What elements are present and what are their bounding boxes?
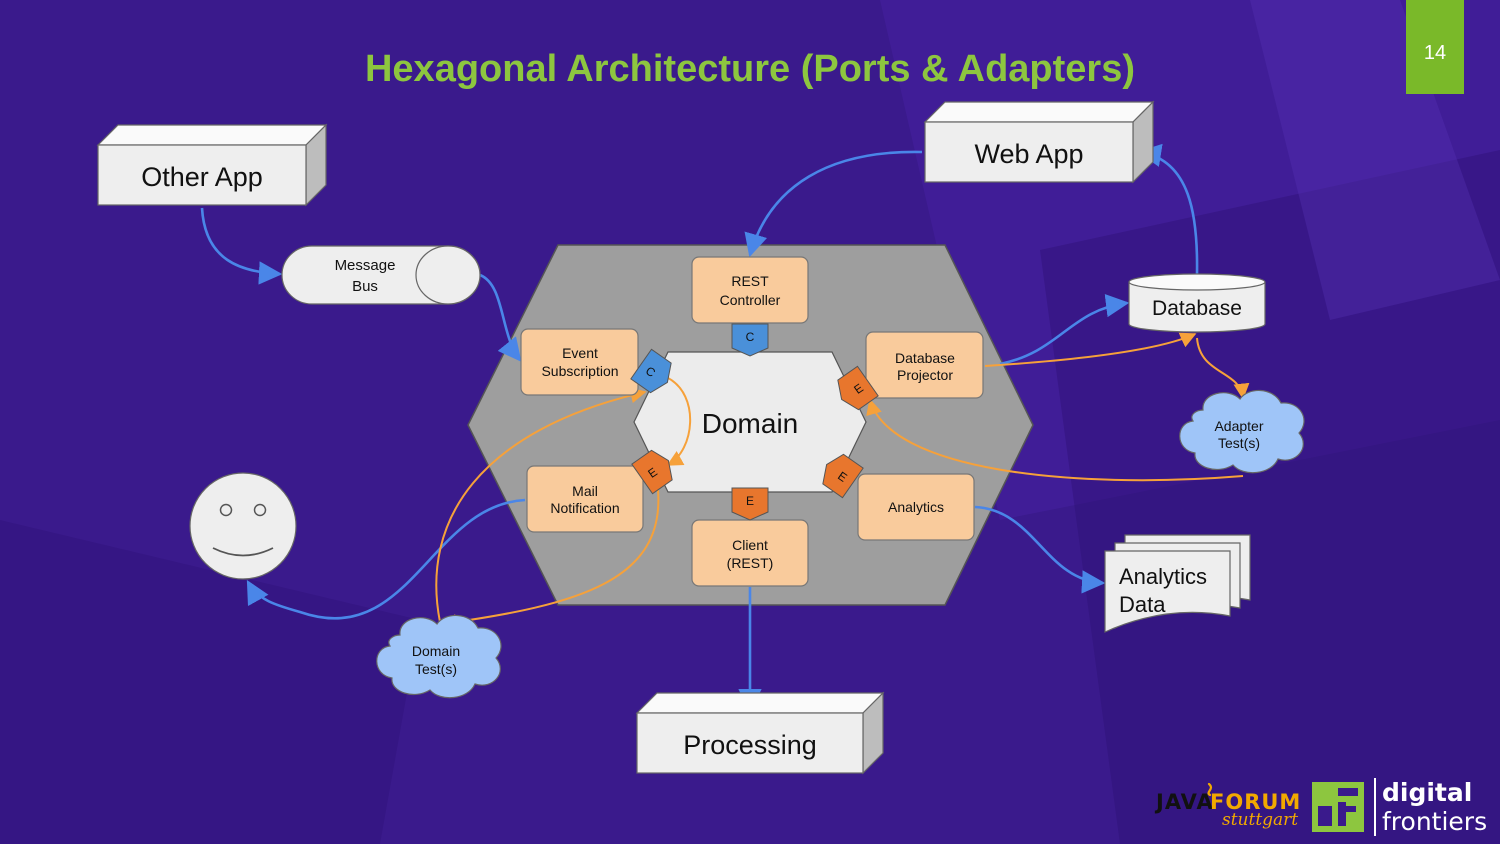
smiley-face-icon xyxy=(189,472,297,580)
adapter-rest-controller: REST Controller xyxy=(691,256,809,324)
analytics-data: Analytics Data xyxy=(1104,534,1251,633)
domain-hexagon xyxy=(633,351,867,493)
arrow-mailport-to-domaintests xyxy=(440,489,660,630)
javaforum-forum: FORUM xyxy=(1210,790,1302,814)
digital-frontiers-logo-icon xyxy=(1312,782,1364,832)
domain-tests-line1: Domain xyxy=(412,643,460,659)
other-app-box: Other App xyxy=(96,123,328,207)
adapter-tests-cloud: Adapter Test(s) xyxy=(1179,389,1305,474)
arrow-bus-to-event xyxy=(479,273,522,362)
arrow-projector-to-db xyxy=(999,293,1130,366)
event-subscription-line1: Event xyxy=(562,345,598,361)
message-bus: Message Bus xyxy=(281,245,481,305)
steam-swirl-icon xyxy=(1207,782,1213,796)
adapter-event-subscription: Event Subscription xyxy=(520,328,639,396)
database-label: Database xyxy=(1152,297,1242,320)
adapter-analytics: Analytics xyxy=(857,473,975,541)
javaforum-city: stuttgart xyxy=(1222,810,1299,830)
adapter-database-projector: Database Projector xyxy=(865,331,984,399)
orange-arrows xyxy=(435,332,1250,630)
arrow-analytics-to-data xyxy=(974,505,1106,594)
port-rest: C xyxy=(731,323,769,357)
df-line1: digital xyxy=(1382,778,1473,807)
web-app-label: Web App xyxy=(974,139,1083,169)
slide-number: 14 xyxy=(1406,0,1464,94)
web-app-box: Web App xyxy=(923,100,1155,184)
port-client: E xyxy=(731,487,769,521)
processing-label: Processing xyxy=(683,730,817,760)
domain-tests-cloud: Domain Test(s) xyxy=(376,614,502,699)
database: Database xyxy=(1128,273,1266,333)
adapter-tests-line1: Adapter xyxy=(1214,418,1263,434)
arrow-projector-to-db-orange xyxy=(984,332,1197,367)
blue-arrows xyxy=(200,143,1199,713)
other-app-label: Other App xyxy=(141,162,263,192)
adapter-client-rest: Client (REST) xyxy=(691,519,809,587)
arrow-mail-to-user xyxy=(246,498,526,620)
arrow-domaintests-to-eventport xyxy=(435,387,647,623)
arrow-db-to-adaptertests xyxy=(1196,337,1250,400)
port-client-label: E xyxy=(746,494,754,508)
port-analytics: E xyxy=(822,453,864,499)
adapter-tests-line2: Test(s) xyxy=(1218,435,1260,451)
database-projector-line1: Database xyxy=(895,350,955,366)
adapter-mail-notification: Mail Notification xyxy=(526,465,644,533)
javaforum-logo: JAVA FORUM stuttgart xyxy=(1152,780,1302,832)
domain-label: Domain xyxy=(702,408,798,439)
digital-frontiers-wordmark: digital frontiers xyxy=(1374,778,1487,836)
message-bus-line1: Message xyxy=(335,257,396,274)
rest-controller-line1: REST xyxy=(731,273,769,289)
port-event: C xyxy=(630,348,672,394)
database-projector-line2: Projector xyxy=(897,367,953,383)
arrow-adaptertests-to-dbport xyxy=(866,398,1244,482)
port-mail: E xyxy=(631,449,673,495)
arrow-webapp-to-rest xyxy=(744,150,923,258)
processing-box: Processing xyxy=(635,691,885,775)
analytics-data-line2: Data xyxy=(1119,592,1166,617)
event-subscription-line2: Subscription xyxy=(541,363,618,379)
rest-controller-line2: Controller xyxy=(720,292,781,308)
analytics-label: Analytics xyxy=(888,499,944,515)
page-title: Hexagonal Architecture (Ports & Adapters… xyxy=(364,48,1136,90)
arrow-db-to-webapp xyxy=(1137,143,1199,275)
mail-notification-line2: Notification xyxy=(550,500,619,516)
df-line2: frontiers xyxy=(1382,807,1488,836)
port-db: E xyxy=(837,365,879,411)
client-rest-line2: (REST) xyxy=(727,555,774,571)
analytics-data-line1: Analytics xyxy=(1119,564,1207,589)
port-rest-label: C xyxy=(746,330,755,344)
mail-notification-line1: Mail xyxy=(572,483,598,499)
message-bus-line2: Bus xyxy=(352,278,378,295)
arrow-otherapp-to-bus xyxy=(200,207,283,285)
domain-tests-line2: Test(s) xyxy=(415,661,457,677)
javaforum-java: JAVA xyxy=(1156,790,1214,814)
arrow-eventport-to-mailport xyxy=(666,377,692,466)
client-rest-line1: Client xyxy=(732,537,768,553)
